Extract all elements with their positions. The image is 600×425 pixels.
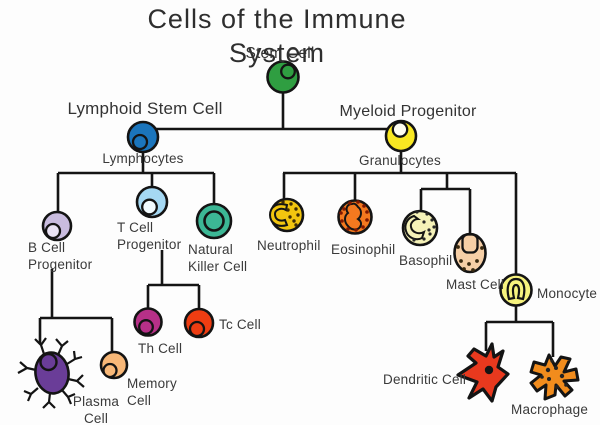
memory-cell-label: Memory Cell [127, 376, 177, 408]
neutrophil-icon [268, 197, 305, 233]
natural-killer-cell-label: Natural Killer Cell [188, 242, 248, 274]
dendritic-cell-icon [456, 342, 510, 403]
neutrophil-nucleus [268, 203, 289, 227]
tc-nucleus [188, 320, 206, 338]
monocyte-label: Monocyte [537, 286, 598, 301]
plasma-nucleus [39, 352, 58, 372]
basophil-icon [401, 209, 439, 247]
myeloid-progenitor-label: Myeloid Progenitor [339, 103, 477, 120]
basophil-granules [412, 210, 436, 242]
tc-cell-icon [183, 307, 215, 339]
plasma-cell-icon [17, 337, 85, 409]
nk-nucleus [203, 210, 225, 232]
t-progenitor-nucleus [141, 198, 158, 216]
th-cell-icon [133, 307, 163, 337]
monocyte-icon [499, 273, 533, 307]
lymphocytes-label: Lymphocytes [102, 151, 184, 166]
lymphoid-nucleus [131, 133, 149, 151]
dendritic-nucleus [484, 365, 494, 375]
stem-cell-label: Stem Cell [245, 45, 315, 62]
tree-connectors [38, 93, 555, 357]
eosinophil-granules [339, 200, 369, 232]
mast-cell-nucleus [461, 233, 479, 254]
macrophage-body [529, 353, 580, 401]
b-progenitor-nucleus [44, 222, 62, 240]
plasma-body [34, 351, 70, 395]
b-cell-progenitor-label: B Cell Progenitor [28, 240, 93, 272]
lymphoid-stem-cell-label: Lymphoid Stem Cell [67, 99, 223, 118]
neutrophil-label: Neutrophil [257, 238, 321, 253]
basophil-label: Basophil [399, 253, 453, 268]
macrophage-icon [529, 353, 580, 401]
eosinophil-nucleus [344, 202, 363, 231]
connector-lines [38, 93, 555, 357]
macrophage-granules [540, 359, 568, 390]
natural-killer-cell-icon [195, 202, 233, 240]
mast-cell-granules [456, 245, 484, 272]
neutrophil-granules [281, 200, 300, 227]
th-nucleus [138, 319, 154, 335]
th-cell-label: Th Cell [138, 341, 183, 356]
myeloid-progenitor-icon [384, 119, 418, 153]
mast-cell-icon [453, 232, 487, 274]
b-cell-progenitor-icon [41, 210, 73, 242]
eosinophil-icon [337, 199, 373, 235]
basophil-nucleus [404, 214, 426, 241]
dendritic-cell-label: Dendritic Cell [383, 372, 467, 387]
dendritic-body [456, 342, 510, 403]
diagram-title: Cells of the Immune System [147, 4, 407, 69]
myeloid-nucleus [391, 121, 409, 138]
memory-nucleus [102, 362, 118, 379]
t-cell-progenitor-icon [135, 185, 169, 219]
eosinophil-label: Eosinophil [331, 242, 396, 257]
monocyte-nucleus [506, 277, 526, 301]
macrophage-label: Macrophage [511, 402, 589, 417]
tc-cell-label: Tc Cell [219, 317, 261, 332]
plasma-receptors [17, 337, 85, 409]
mast-cell-label: Mast Cell [446, 277, 505, 292]
plasma-cell-label: Plasma Cell [72, 394, 120, 425]
granulocytes-label: Granulocytes [359, 153, 441, 168]
memory-cell-icon [99, 350, 129, 380]
t-cell-progenitor-label: T Cell Progenitor [117, 220, 182, 252]
lymphoid-stem-cell-icon [126, 120, 160, 154]
stem-cell-icon [266, 60, 300, 94]
stem-cell-nucleus [280, 63, 296, 80]
